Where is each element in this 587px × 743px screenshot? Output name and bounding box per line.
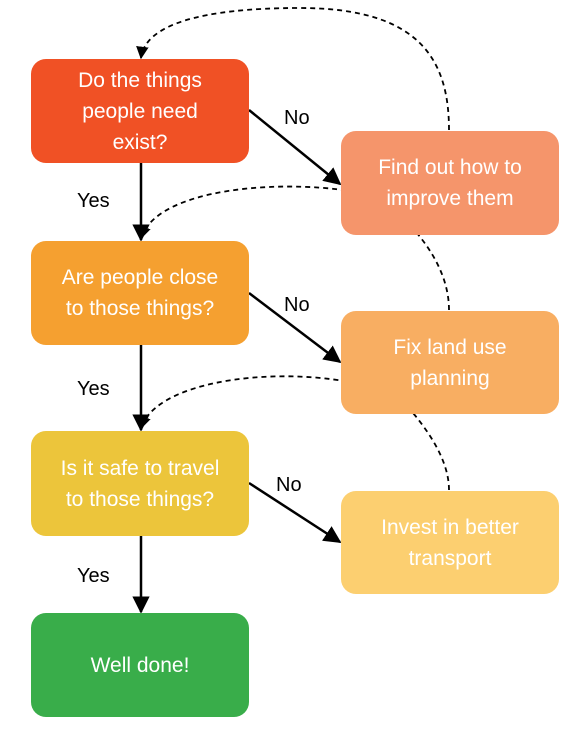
no-arrow-1: [248, 109, 342, 186]
question-things-exist: Do the things people need exist?: [31, 59, 249, 163]
no-arrow-2: [248, 292, 342, 364]
label-no-3: No: [276, 474, 302, 496]
no-arrow-3: [248, 481, 342, 544]
label-yes-2: Yes: [77, 378, 110, 400]
well-done-box: Well done!: [31, 613, 249, 717]
action-fix-land-use: Fix land use planning: [341, 311, 559, 414]
label-no-1: No: [284, 107, 310, 129]
label-no-2: No: [284, 294, 310, 316]
label-yes-3: Yes: [77, 565, 110, 587]
label-yes-1: Yes: [77, 190, 110, 212]
action-improve-them: Find out how to improve them: [341, 131, 559, 235]
action-invest-transport: Invest in better transport: [341, 491, 559, 594]
question-safe-travel: Is it safe to travel to those things?: [31, 431, 249, 536]
return-loop-1: [136, 7, 450, 131]
question-people-close: Are people close to those things?: [31, 241, 249, 345]
